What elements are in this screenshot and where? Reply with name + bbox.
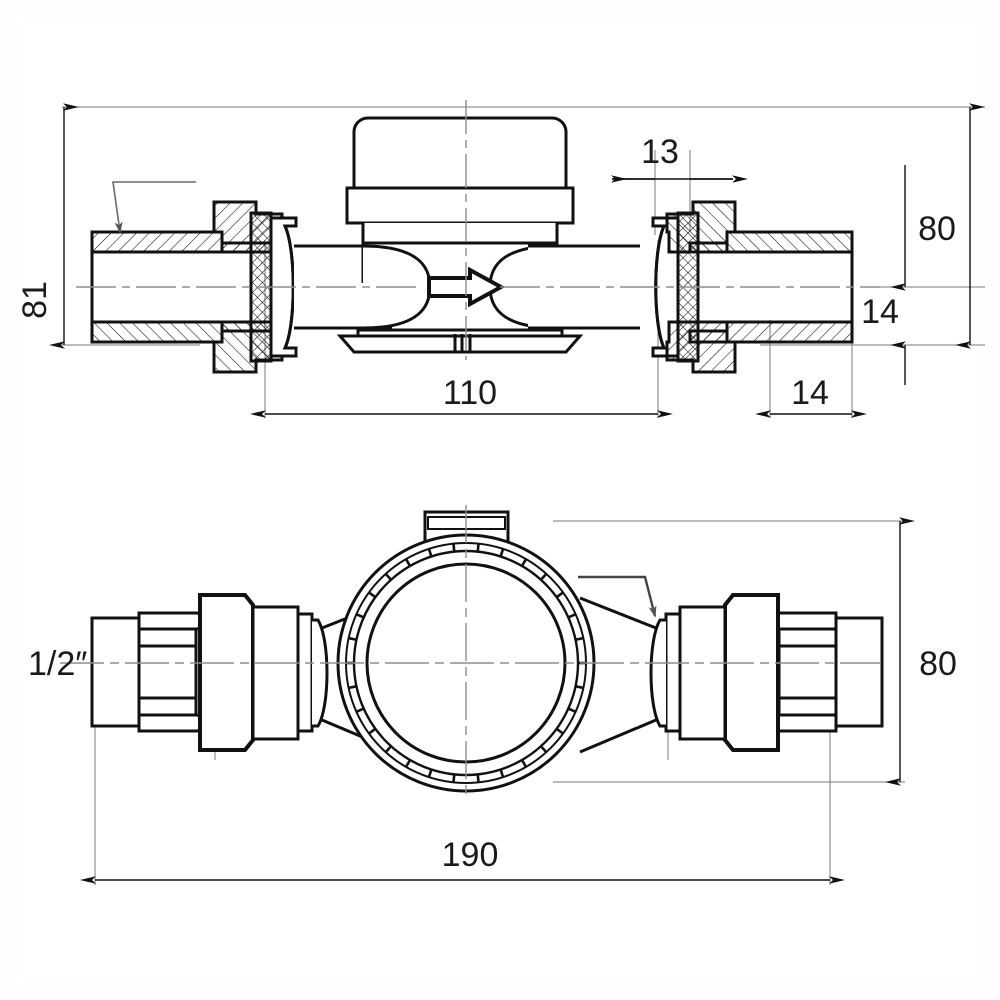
dimension-thread-size: 1/2″ — [28, 645, 87, 683]
dimension-label-14-vertical: 14 — [861, 293, 899, 331]
center-lines-plan-view — [60, 505, 880, 800]
dimension-height-80: 80 — [918, 103, 985, 349]
plan-right-connector — [769, 611, 838, 733]
dimension-length-110: 110 — [250, 374, 673, 418]
dimension-height-81: 81 — [16, 103, 79, 349]
center-lines-top-view — [76, 100, 880, 360]
dimension-label-81: 81 — [16, 281, 54, 319]
dimension-label-thread-size: 1/2″ — [28, 645, 87, 683]
dimension-label-190: 190 — [442, 836, 499, 874]
plan-dial-knurl-ticks — [346, 543, 586, 783]
dimension-length-190: 190 — [80, 836, 845, 884]
plan-view: 1/2″ 80 190 — [28, 505, 957, 885]
dimension-width-80: 80 — [885, 517, 957, 786]
dimension-label-13: 13 — [641, 133, 679, 171]
extension-lines-plan-view — [94, 520, 905, 885]
plan-right-union-nut — [649, 593, 780, 752]
right-tail-piece — [688, 230, 854, 344]
dimension-thread-13: 13 — [611, 133, 748, 183]
dimension-axis-14: 14 — [861, 165, 906, 385]
dimension-label-110: 110 — [443, 374, 497, 412]
dimension-tail-14: 14 — [755, 374, 867, 418]
flow-direction-arrow — [427, 266, 506, 308]
front-elevation-view: 81 13 80 14 110 — [16, 100, 985, 418]
dimension-label-80-plan: 80 — [919, 645, 957, 683]
leader-line-pipe-wall — [112, 181, 196, 234]
dimension-label-14-horizontal: 14 — [791, 374, 829, 412]
leader-line-coupling — [578, 575, 657, 618]
plan-right-taper — [579, 596, 657, 754]
plan-left-union-nut — [198, 593, 329, 752]
dimension-label-80-front: 80 — [918, 210, 956, 248]
plan-left-connector — [137, 611, 206, 733]
